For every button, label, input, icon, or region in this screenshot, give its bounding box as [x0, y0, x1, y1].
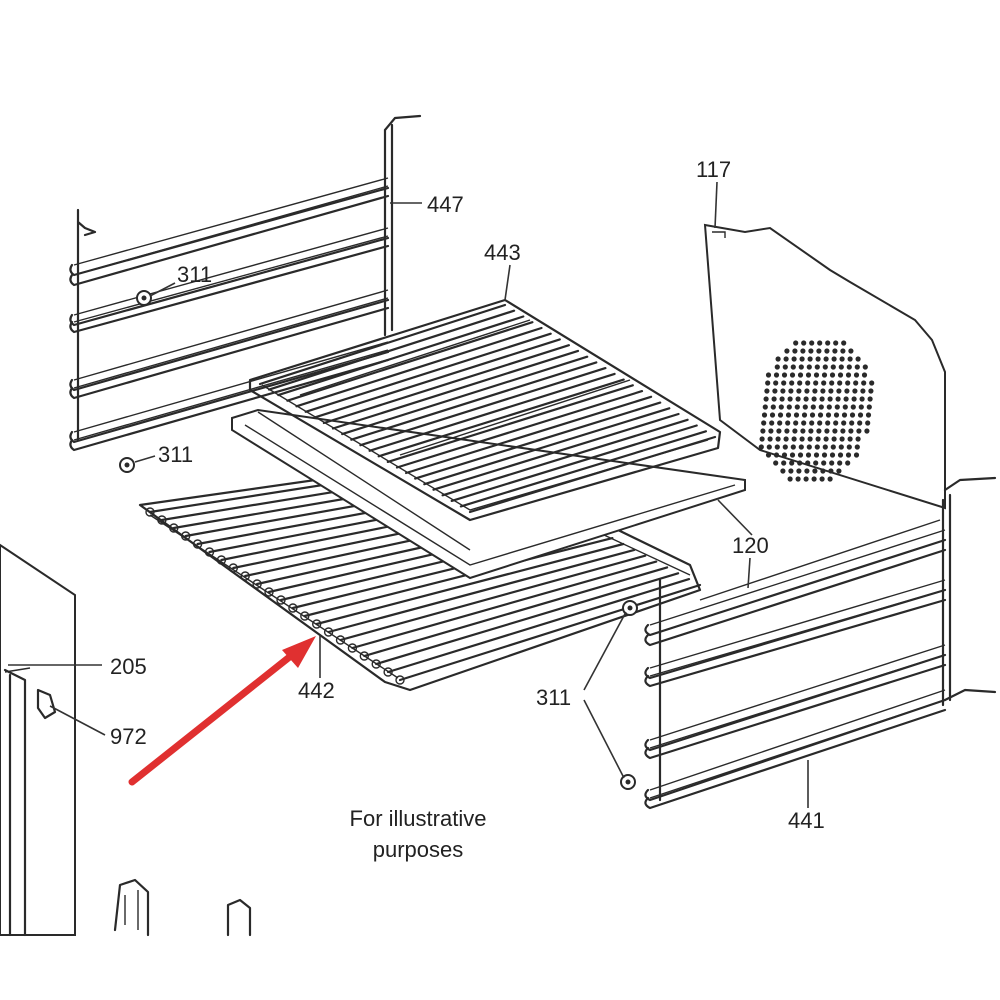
label-447: 447	[427, 192, 464, 217]
rear-fan-panel	[703, 223, 946, 510]
label-311-top: 311	[177, 262, 212, 287]
left-side-rack-support	[69, 114, 422, 452]
label-311-mid: 311	[158, 442, 193, 467]
label-120: 120	[732, 533, 769, 558]
leader-lines	[8, 181, 809, 808]
right-side-rack-support	[644, 476, 997, 810]
label-441: 441	[788, 808, 825, 833]
label-117: 117	[696, 157, 731, 182]
label-205: 205	[110, 654, 147, 679]
label-311-right: 311	[536, 685, 571, 710]
nut-parts	[119, 290, 638, 790]
highlight-arrow	[128, 636, 316, 786]
caption-line-1: For illustrative	[350, 806, 487, 831]
fan-grille-holes	[758, 340, 875, 482]
label-443: 443	[484, 240, 521, 265]
label-442: 442	[298, 678, 335, 703]
left-door-frame	[0, 543, 252, 937]
caption-line-2: purposes	[373, 837, 464, 862]
label-972: 972	[110, 724, 147, 749]
baking-tray	[231, 408, 746, 580]
